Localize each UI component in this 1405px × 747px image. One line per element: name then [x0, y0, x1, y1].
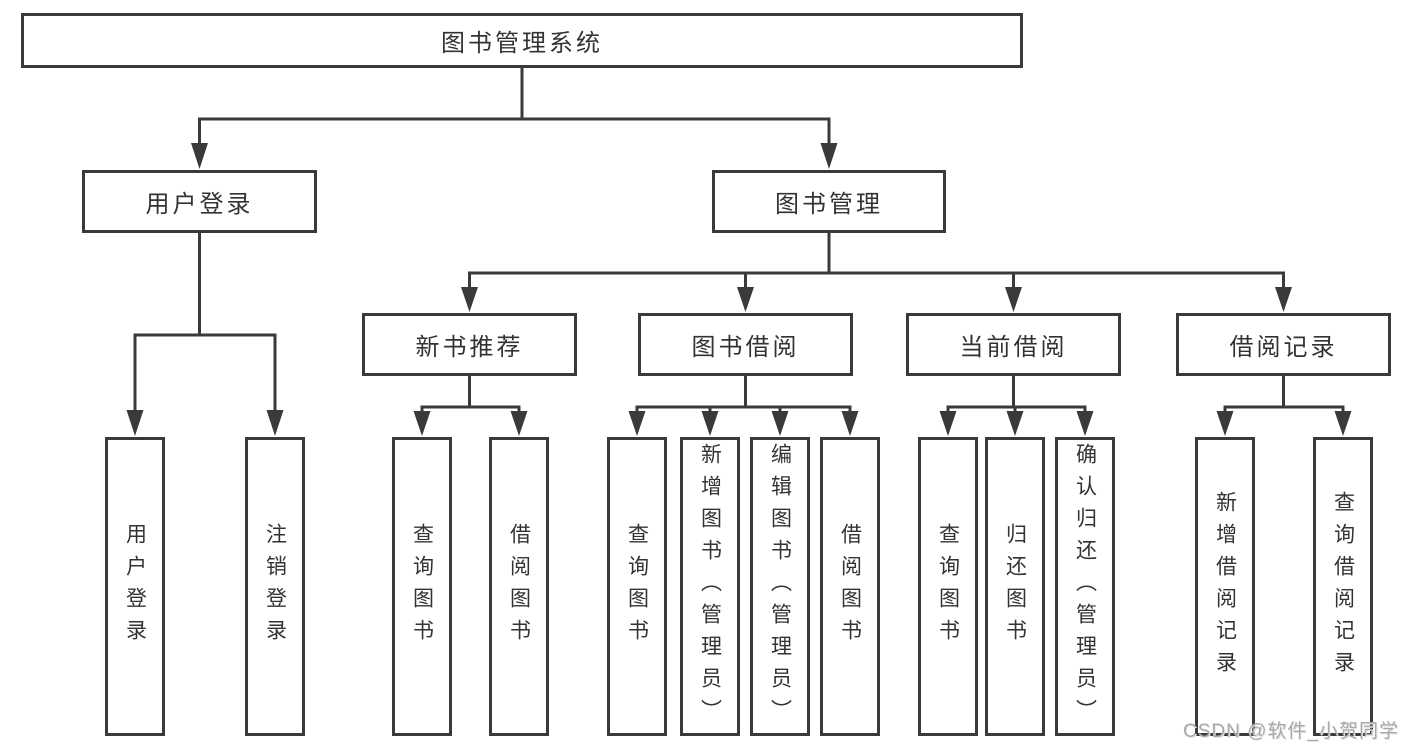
- node-current-borrowing: 当前借阅: [906, 313, 1121, 376]
- node-label: 借阅图书: [838, 522, 862, 651]
- node-library-management-system: 图书管理系统: [21, 13, 1023, 68]
- node-label: 用户登录: [123, 522, 147, 651]
- node-label: 图书借阅: [691, 334, 800, 361]
- node-label: 编辑图书（管理员）: [768, 442, 792, 731]
- leaf-add-borrow-record: 新增借阅记录: [1195, 437, 1255, 736]
- node-label: 确认归还（管理员）: [1073, 442, 1097, 731]
- leaf-add-book-admin: 新增图书（管理员）: [680, 437, 740, 736]
- node-label: 用户登录: [145, 191, 254, 218]
- node-label: 图书管理系统: [441, 30, 603, 57]
- arrowheads: [126, 143, 1352, 436]
- node-borrowing-records: 借阅记录: [1176, 313, 1391, 376]
- leaf-borrow-books-borrowing: 借阅图书: [820, 437, 880, 736]
- node-label: 查询借阅记录: [1331, 490, 1355, 683]
- leaf-query-books-borrowing: 查询图书: [607, 437, 667, 736]
- node-label: 查询图书: [410, 522, 434, 651]
- node-book-borrowing: 图书借阅: [638, 313, 853, 376]
- node-label: 借阅图书: [507, 522, 531, 651]
- leaf-query-books-recommend: 查询图书: [392, 437, 452, 736]
- watermark: CSDN @软件_小贺同学: [1183, 721, 1399, 742]
- node-label: 新书推荐: [415, 334, 524, 361]
- node-new-book-recommendation: 新书推荐: [362, 313, 577, 376]
- node-book-management: 图书管理: [712, 170, 946, 233]
- leaf-edit-book-admin: 编辑图书（管理员）: [750, 437, 810, 736]
- connector-path: [133, 66, 1345, 415]
- node-label: 查询图书: [625, 522, 649, 651]
- node-label: 查询图书: [936, 522, 960, 651]
- node-label: 新增借阅记录: [1213, 490, 1237, 683]
- node-label: 新增图书（管理员）: [698, 442, 722, 731]
- leaf-confirm-return-admin: 确认归还（管理员）: [1055, 437, 1115, 736]
- node-label: 归还图书: [1003, 522, 1027, 651]
- node-user-login: 用户登录: [82, 170, 317, 233]
- leaf-query-books-current: 查询图书: [918, 437, 978, 736]
- leaf-borrow-books-recommend: 借阅图书: [489, 437, 549, 736]
- node-label: 图书管理: [775, 191, 883, 218]
- leaf-logout: 注销登录: [245, 437, 305, 736]
- node-label: 注销登录: [263, 522, 287, 651]
- leaf-query-borrow-record: 查询借阅记录: [1313, 437, 1373, 736]
- node-label: 当前借阅: [959, 334, 1068, 361]
- leaf-user-login: 用户登录: [105, 437, 165, 736]
- leaf-return-books: 归还图书: [985, 437, 1045, 736]
- node-label: 借阅记录: [1229, 334, 1338, 361]
